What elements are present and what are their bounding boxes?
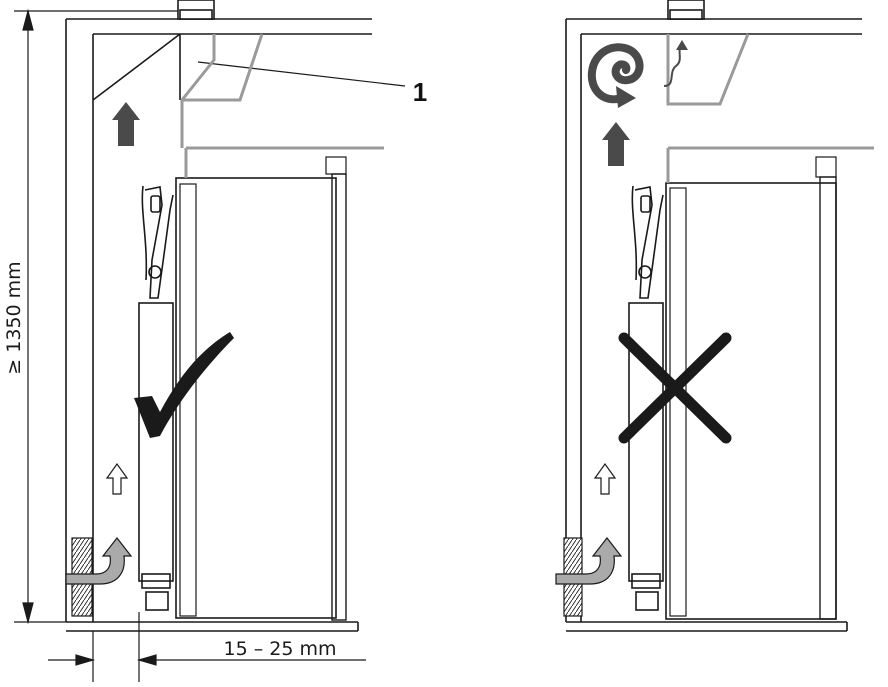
turbulence-swirl-icon [587,43,644,104]
arrow-up-light-icon [593,462,617,495]
callout-1: 1 [413,77,427,107]
cross-mark-icon [618,332,732,444]
airflow-arrows-left [65,102,140,585]
wavy-arrow-icon [663,43,683,87]
arrow-up-light-icon [105,462,129,495]
cover-duct-right [666,33,750,106]
check-mark-icon [134,332,234,438]
panel-incorrect [565,0,874,632]
dimension-gap [48,612,366,682]
cover-duct-left [180,33,264,148]
radiator-right [628,185,664,611]
dimension-height-label: ≥ 1350 mm [3,261,25,374]
dimension-height [14,8,178,625]
radiator-left [138,185,174,611]
arrow-up-dark-icon [602,122,630,166]
panel-correct [65,0,406,632]
airflow-arrows-right [555,40,688,585]
dimension-gap-label: 15 – 25 mm [224,638,337,660]
arrow-up-dark-icon [112,102,140,146]
arrow-curved-intake-icon [65,537,133,585]
arrow-curved-intake-icon [555,537,623,585]
